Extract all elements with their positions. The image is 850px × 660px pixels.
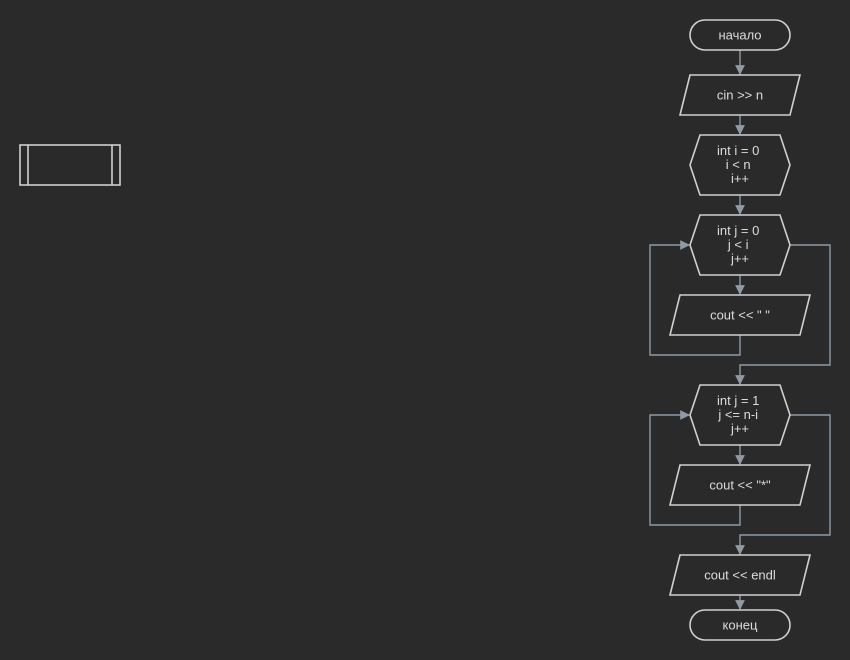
outer-loop-init: int i = 0 xyxy=(717,143,759,158)
svg-text:int i = 0 i < n i+: int i = 0 i < n i++ xyxy=(717,143,763,186)
star-loop-increment: j++ xyxy=(730,421,749,436)
svg-text:int j = 1 j <= n-i: int j = 1 j <= n-i j++ xyxy=(717,393,763,436)
connectors xyxy=(649,50,831,610)
edge-space-loop-back xyxy=(649,240,741,356)
print-star-node[interactable]: cout << "*" xyxy=(668,464,812,506)
star-loop-condition: j <= n-i xyxy=(717,407,758,422)
start-label: начало xyxy=(718,28,761,43)
predefined-process-block[interactable] xyxy=(19,144,121,186)
edge-star-loop-exit xyxy=(735,414,831,555)
print-endl-label: cout << endl xyxy=(704,568,776,583)
end-label: конец xyxy=(723,618,758,633)
start-node[interactable]: начало xyxy=(689,19,791,51)
outer-loop-node[interactable]: int i = 0 i < n i++ xyxy=(689,134,791,196)
print-star-label: cout << "*" xyxy=(709,478,771,493)
print-endl-node[interactable]: cout << endl xyxy=(668,554,812,596)
space-loop-node[interactable]: int j = 0 j < i j++ xyxy=(689,214,791,276)
space-loop-increment: j++ xyxy=(730,251,749,266)
space-loop-condition: j < i xyxy=(727,237,749,252)
end-node[interactable]: конец xyxy=(689,609,791,641)
input-node[interactable]: cin >> n xyxy=(678,74,802,116)
edge-space-loop-exit xyxy=(735,244,831,385)
outer-loop-condition: i < n xyxy=(726,157,751,172)
edge-star-loop-back xyxy=(649,410,741,526)
print-space-label: cout << " " xyxy=(710,308,770,323)
space-loop-init: int j = 0 xyxy=(717,223,759,238)
print-space-node[interactable]: cout << " " xyxy=(668,294,812,336)
star-loop-node[interactable]: int j = 1 j <= n-i j++ xyxy=(689,384,791,446)
outer-loop-increment: i++ xyxy=(731,171,749,186)
star-loop-init: int j = 1 xyxy=(717,393,759,408)
input-label: cin >> n xyxy=(717,88,763,103)
svg-text:int j = 0 j < i j+: int j = 0 j < i j++ xyxy=(717,223,763,266)
